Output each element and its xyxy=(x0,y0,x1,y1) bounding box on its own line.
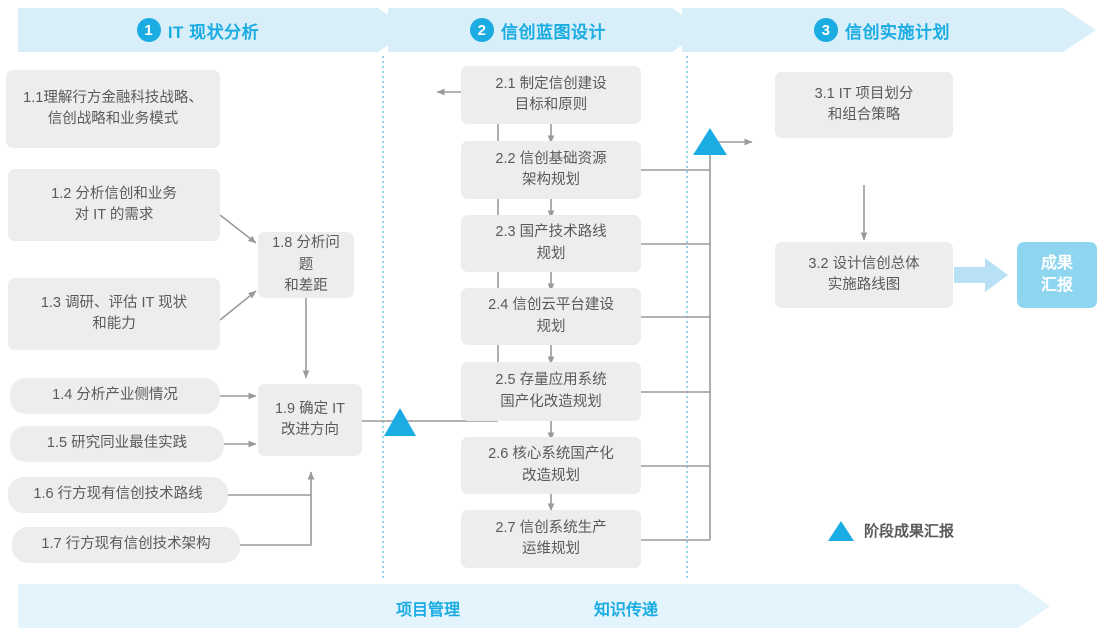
task-box-1-4[interactable]: 1.4 分析产业侧情况 xyxy=(10,378,220,414)
task-box-1-6[interactable]: 1.6 行方现有信创技术路线 xyxy=(8,477,228,513)
task-box-2-1[interactable]: 2.1 制定信创建设 目标和原则 xyxy=(461,66,641,124)
phase1-elbow-connectors xyxy=(228,471,315,546)
task-box-1-3[interactable]: 1.3 调研、评估 IT 现状 和能力 xyxy=(8,278,220,350)
task-box-2-6[interactable]: 2.6 核心系统国产化 改造规划 xyxy=(461,437,641,494)
phase-label-3: 信创实施计划 xyxy=(845,22,950,42)
task-box-1-2[interactable]: 1.2 分析信创和业务 对 IT 的需求 xyxy=(8,169,220,241)
task-box-1-5[interactable]: 1.5 研究同业最佳实践 xyxy=(10,426,224,462)
task-box-3-2[interactable]: 3.2 设计信创总体 实施路线图 xyxy=(775,242,953,308)
triangle-icon xyxy=(828,520,854,541)
task-box-1-8[interactable]: 1.8 分析问题 和差距 xyxy=(258,232,354,298)
task-box-2-2[interactable]: 2.2 信创基础资源 架构规划 xyxy=(461,141,641,199)
result-report-box[interactable]: 成果 汇报 xyxy=(1017,242,1097,308)
phase-header-1[interactable]: 1 IT 现状分析 xyxy=(18,8,378,52)
lane-band xyxy=(18,584,1050,628)
lane-label-knowledge-transfer[interactable]: 知识传递 xyxy=(594,602,659,619)
legend-milestone: 阶段成果汇报 xyxy=(828,520,954,541)
phase-number-1: 1 xyxy=(136,18,161,42)
legend-milestone-label: 阶段成果汇报 xyxy=(864,523,955,540)
phase-header-2[interactable]: 2 信创蓝图设计 xyxy=(388,8,688,52)
task-box-2-4[interactable]: 2.4 信创云平台建设 规划 xyxy=(461,288,641,345)
task-box-1-9[interactable]: 1.9 确定 IT 改进方向 xyxy=(258,384,362,456)
phase-number-2: 2 xyxy=(470,18,494,42)
task-box-2-3[interactable]: 2.3 国产技术路线 规划 xyxy=(461,215,641,272)
task-box-1-1[interactable]: 1.1理解行方金融科技战略、 信创战略和业务模式 xyxy=(6,70,220,148)
milestone-triangle-phase2 xyxy=(693,128,727,155)
lane-label-project-management[interactable]: 项目管理 xyxy=(396,602,461,619)
milestone-triangle-phase1 xyxy=(384,408,416,436)
phase2-collector-bus xyxy=(637,138,753,541)
phase-label-2: 信创蓝图设计 xyxy=(501,22,606,42)
task-box-3-1[interactable]: 3.1 IT 项目划分 和组合策略 xyxy=(775,72,953,138)
task-box-2-7[interactable]: 2.7 信创系统生产 运维规划 xyxy=(461,510,641,568)
task-box-1-7[interactable]: 1.7 行方现有信创技术架构 xyxy=(12,527,240,563)
phase-label-1: IT 现状分析 xyxy=(167,22,260,42)
result-arrow xyxy=(954,258,1008,292)
phase-header-3[interactable]: 3 信创实施计划 xyxy=(692,8,1072,52)
phase-number-3: 3 xyxy=(814,18,838,42)
task-box-2-5[interactable]: 2.5 存量应用系统 国产化改造规划 xyxy=(461,362,641,421)
